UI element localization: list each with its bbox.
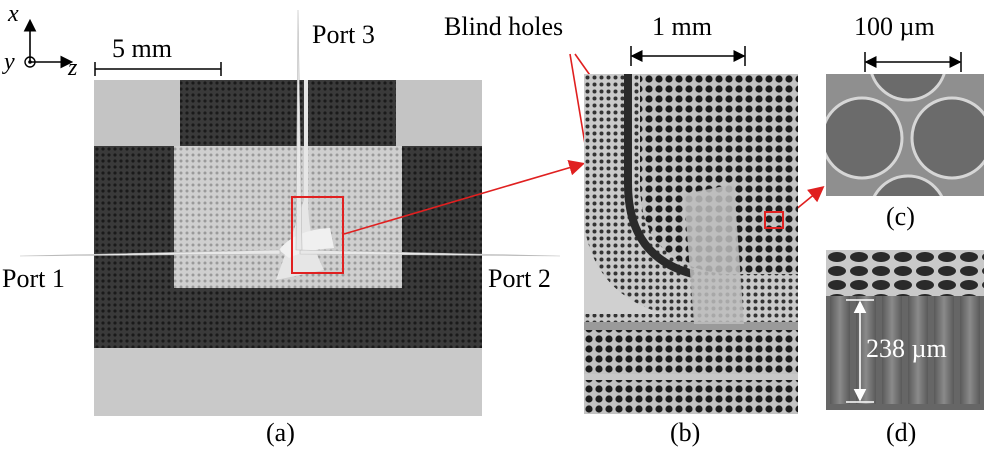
port2-label: Port 2 xyxy=(488,264,551,293)
panel-a-image xyxy=(94,80,482,416)
scale-bar-b xyxy=(630,40,746,68)
panel-b-image xyxy=(584,74,798,414)
highlight-box-a xyxy=(291,196,344,274)
y-axis-label: y xyxy=(4,49,15,75)
height-label-d: 238 µm xyxy=(866,334,947,363)
height-marker-d xyxy=(840,296,880,406)
scale-label-b: 1 mm xyxy=(652,12,712,41)
panel-c-image xyxy=(826,74,984,196)
x-axis-label: x xyxy=(8,1,19,27)
cross-section-photo xyxy=(826,250,984,410)
scale-label-a: 5 mm xyxy=(112,34,172,63)
hole-closeup-photo xyxy=(826,74,984,196)
zoomed-junction-photo xyxy=(584,74,798,414)
caption-b: (b) xyxy=(670,418,701,447)
highlight-box-b xyxy=(764,211,784,229)
blind-holes-label: Blind holes xyxy=(444,12,564,41)
caption-a: (a) xyxy=(266,418,295,447)
axis-arrows xyxy=(23,18,74,69)
device-photo xyxy=(94,80,482,416)
scale-label-c: 100 µm xyxy=(854,12,935,41)
caption-d: (d) xyxy=(886,418,917,447)
caption-c: (c) xyxy=(886,202,915,231)
scale-bar-a xyxy=(94,58,222,78)
z-axis-label: z xyxy=(68,55,78,81)
axis-triad xyxy=(10,4,90,84)
port1-label: Port 1 xyxy=(2,264,65,293)
scale-bar-c xyxy=(864,46,962,74)
panel-d-image xyxy=(826,250,984,410)
port3-label: Port 3 xyxy=(312,20,375,49)
